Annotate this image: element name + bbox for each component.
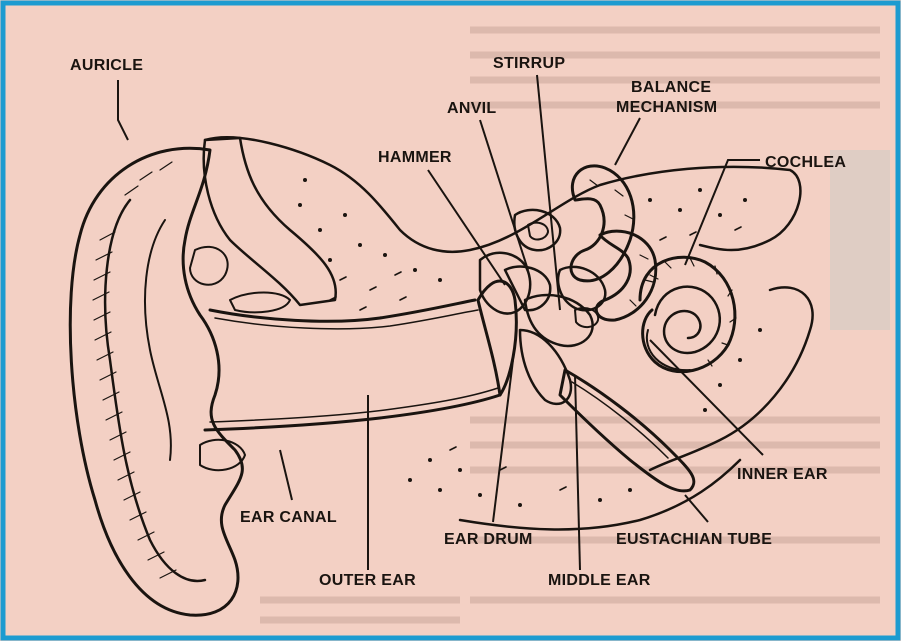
leader-ear-drum [493, 360, 513, 522]
label-outer-ear: OUTER EAR [319, 572, 416, 589]
ear-canal-shape [205, 300, 500, 430]
leader-ear-canal [280, 450, 292, 500]
label-hammer: HAMMER [378, 149, 452, 166]
label-balance-line1: BALANCE [631, 79, 711, 96]
label-auricle: AURICLE [70, 57, 143, 74]
label-eustachian-tube: EUSTACHIAN TUBE [616, 531, 772, 548]
label-anvil: ANVIL [447, 100, 497, 117]
leader-stirrup [537, 75, 560, 310]
label-cochlea: COCHLEA [765, 154, 846, 171]
label-stirrup: STIRRUP [493, 55, 565, 72]
middle-ear-shape [478, 210, 598, 404]
leader-auricle [118, 80, 128, 140]
background-print-texture [260, 30, 890, 620]
leader-inner-ear [650, 340, 763, 455]
leader-hammer [428, 170, 505, 285]
label-inner-ear: INNER EAR [737, 466, 828, 483]
leader-eustachian [685, 495, 708, 522]
leader-balance [615, 118, 640, 165]
leader-anvil [480, 120, 528, 270]
label-middle-ear: MIDDLE EAR [548, 572, 651, 589]
label-ear-drum: EAR DRUM [444, 531, 533, 548]
label-balance-line2: MECHANISM [616, 99, 717, 116]
label-ear-canal: EAR CANAL [240, 509, 337, 526]
